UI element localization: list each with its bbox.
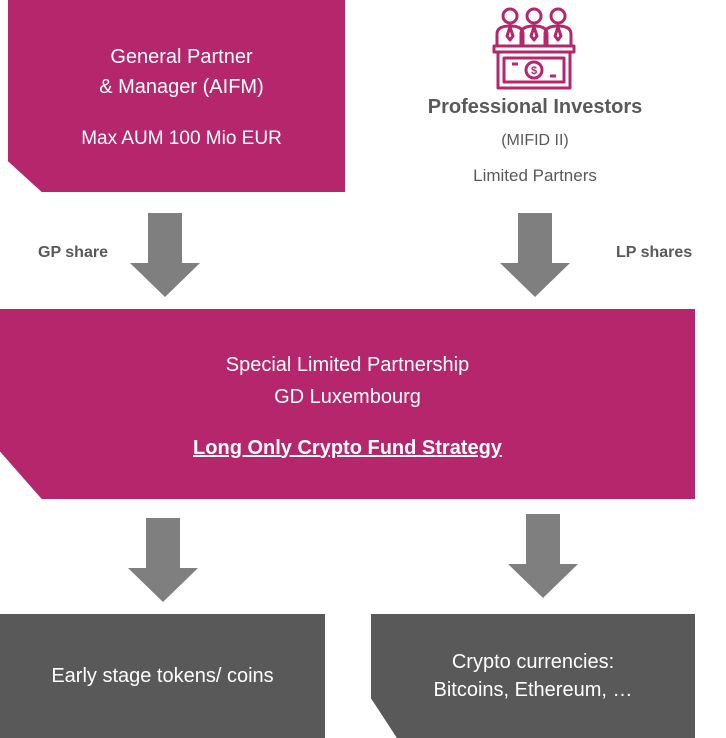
- max-aum-text: Max AUM 100 Mio EUR: [81, 128, 282, 149]
- general-partner-title: General Partner: [110, 46, 253, 68]
- limited-partners-label: Limited Partners: [473, 166, 597, 185]
- investors-at-desk-icon: $: [492, 7, 576, 90]
- tokens-arrow-icon: [128, 518, 198, 602]
- crypto-currencies-examples: Bitcoins, Ethereum, …: [433, 679, 633, 701]
- svg-text:$: $: [531, 65, 537, 77]
- gp-share-label: GP share: [38, 244, 108, 261]
- mifid-label: (MIFID II): [501, 132, 569, 149]
- fund-type: Special Limited Partnership: [225, 353, 470, 376]
- early-stage-tokens-text: Early stage tokens/ coins: [51, 665, 274, 687]
- fund-strategy-link[interactable]: Long Only Crypto Fund Strategy: [193, 436, 502, 459]
- professional-investors-title: Professional Investors: [427, 96, 643, 118]
- fund-box: Special Limited Partnership GD Luxembour…: [0, 309, 695, 499]
- lp-shares-arrow-icon: [500, 213, 570, 297]
- early-stage-tokens-box: Early stage tokens/ coins: [0, 614, 325, 738]
- crypto-arrow-icon: [508, 514, 578, 598]
- crypto-currencies-box: Crypto currencies: Bitcoins, Ethereum, …: [371, 614, 695, 738]
- crypto-currencies-title: Crypto currencies:: [451, 651, 615, 673]
- general-partner-subtitle: & Manager (AIFM): [99, 76, 264, 98]
- lp-shares-label: LP shares: [616, 244, 693, 261]
- general-partner-box: General Partner & Manager (AIFM) Max AUM…: [8, 0, 345, 192]
- gp-share-arrow-icon: [130, 213, 200, 297]
- fund-jurisdiction: GD Luxembourg: [274, 385, 421, 408]
